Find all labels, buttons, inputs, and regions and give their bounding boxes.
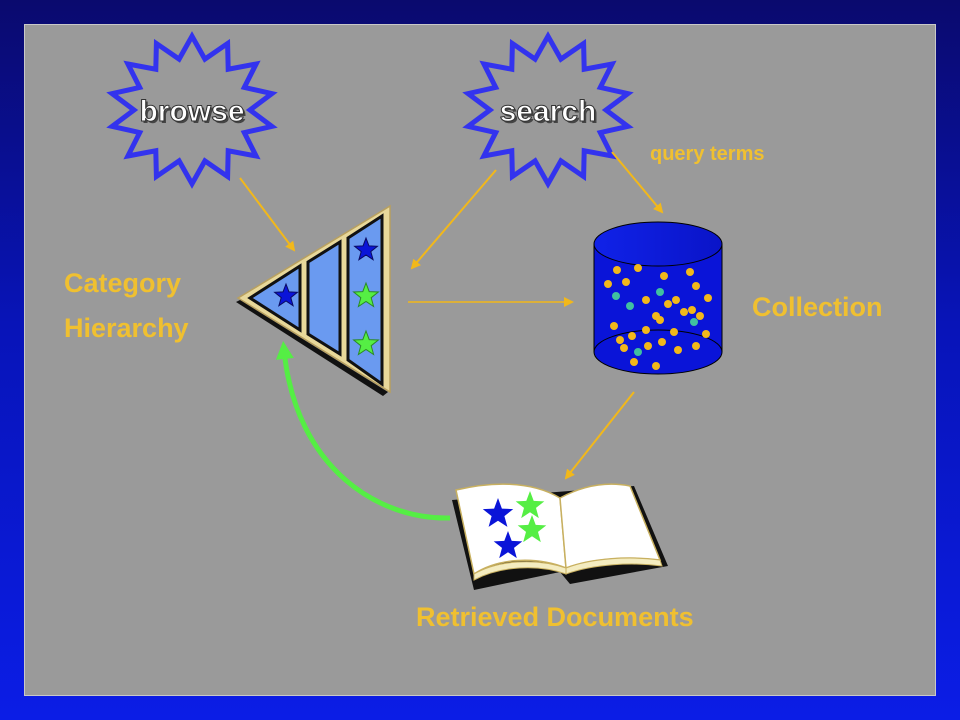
query-terms-label: query terms: [650, 143, 765, 165]
collection-dot: [692, 342, 700, 350]
collection-dot: [634, 264, 642, 272]
hierarchy-panel-1: [247, 263, 302, 333]
cylinder-body: [593, 243, 723, 375]
book-page-edge-right: [565, 557, 663, 575]
collection-dot: [626, 302, 634, 310]
collection-dot: [702, 330, 710, 338]
category-hierarchy[interactable]: [236, 204, 391, 396]
collection-dot: [634, 348, 642, 356]
collection-dot: [630, 358, 638, 366]
collection-dot: [620, 344, 628, 352]
search-label: search: [500, 95, 597, 128]
hierarchy-shadow: [236, 300, 388, 396]
collection-dot: [672, 296, 680, 304]
book-right-page: [559, 483, 662, 570]
collection-label: Collection: [752, 292, 883, 322]
collection-dot: [644, 342, 652, 350]
collection-dot: [660, 272, 668, 280]
collection-dot: [612, 292, 620, 300]
retrieved-documents-book[interactable]: [452, 483, 668, 590]
category-label: Category: [64, 268, 181, 298]
browse-burst[interactable]: browse browse: [106, 31, 278, 189]
book-green-star-2: [517, 515, 547, 543]
collection-dot: [688, 306, 696, 314]
collection-dot: [664, 300, 672, 308]
collection-dot: [704, 294, 712, 302]
book-green-star-1: [515, 491, 545, 519]
book-blue-star-1: [482, 498, 514, 527]
collection-to-documents-arrow: [564, 391, 635, 480]
hierarchy-blue-star-1: [273, 282, 299, 307]
collection-dot: [656, 288, 664, 296]
browse-label: browse: [139, 95, 244, 128]
collection-dot: [656, 316, 664, 324]
collection-dot: [690, 318, 698, 326]
collection-dot: [616, 336, 624, 344]
cylinder-top: [593, 221, 723, 267]
collection-dot: [658, 338, 666, 346]
browse-label-shadow: browse: [141, 97, 246, 130]
hierarchy-green-star-1: [352, 281, 380, 308]
collection-documents: [604, 264, 712, 370]
collection-dot: [670, 328, 678, 336]
hierarchy-panel-2: [306, 239, 342, 357]
search-to-hierarchy-arrow: [410, 169, 497, 270]
collection-dot: [622, 278, 630, 286]
search-label-shadow: search: [502, 97, 599, 130]
collection-dot: [674, 346, 682, 354]
collection-dot: [696, 312, 704, 320]
collection-dot: [613, 266, 621, 274]
collection-dot: [642, 296, 650, 304]
book-blue-star-2: [493, 531, 523, 559]
collection-dot: [686, 268, 694, 276]
feedback-arrow: [275, 341, 451, 521]
collection-dot: [642, 326, 650, 334]
hierarchy-green-star-2: [352, 329, 380, 356]
collection-dot: [610, 322, 618, 330]
cylinder-inner-rim: [593, 329, 723, 353]
retrieved-documents-label: Retrieved Documents: [416, 602, 694, 632]
search-burst[interactable]: search search: [462, 31, 634, 189]
collection-dot: [628, 332, 636, 340]
search-to-collection-arrow: [611, 151, 664, 214]
book-left-page: [455, 483, 567, 576]
collection-cylinder[interactable]: [593, 221, 723, 375]
collection-dot: [680, 308, 688, 316]
collection-dot: [692, 282, 700, 290]
hierarchy-label: Hierarchy: [64, 313, 189, 343]
collection-dot: [652, 362, 660, 370]
hierarchy-blue-star-2: [353, 236, 379, 261]
collection-dot: [604, 280, 612, 288]
browse-to-hierarchy-arrow: [239, 177, 296, 252]
